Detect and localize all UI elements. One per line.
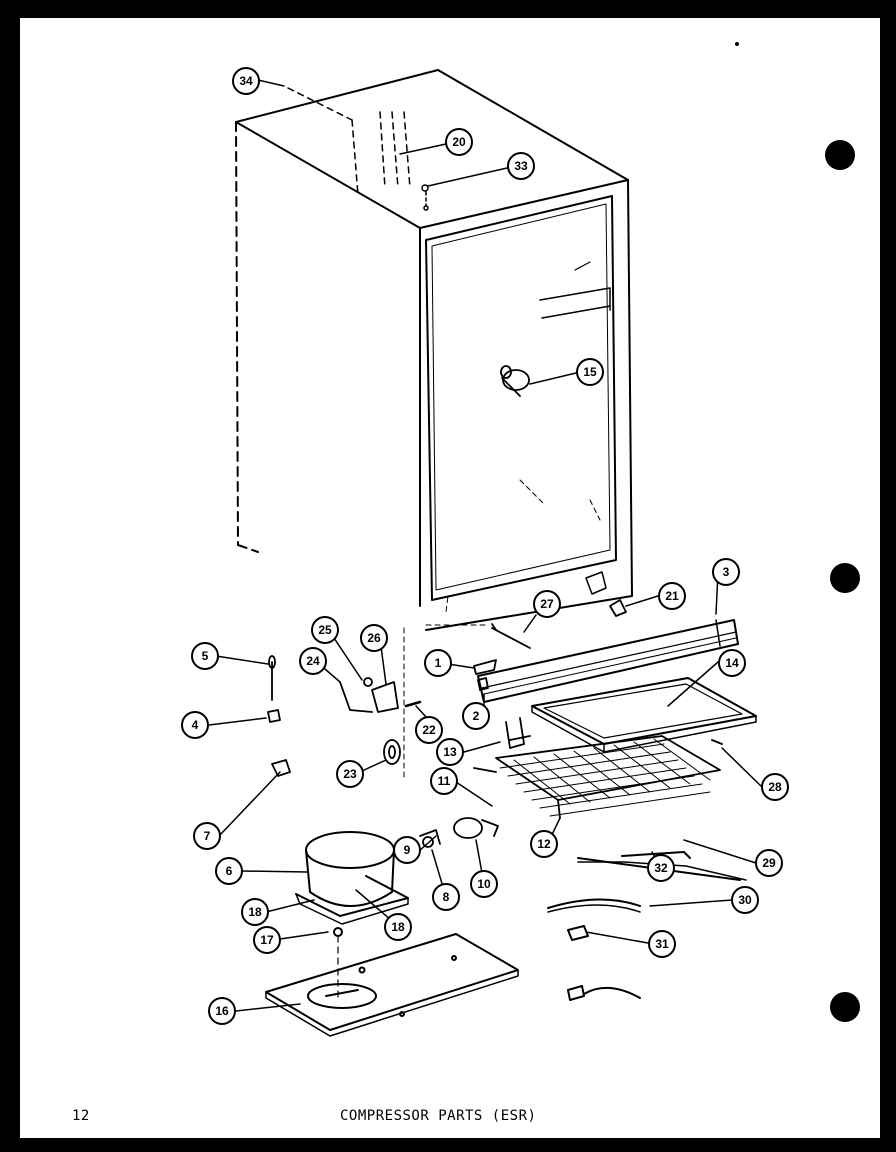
callout-4: 4 xyxy=(181,711,209,739)
binder-hole xyxy=(830,992,860,1022)
callout-7: 7 xyxy=(193,822,221,850)
svg-text:14: 14 xyxy=(725,656,739,670)
svg-text:26: 26 xyxy=(367,631,381,645)
callout-15: 15 xyxy=(576,358,604,386)
callout-10: 10 xyxy=(470,870,498,898)
svg-text:4: 4 xyxy=(192,718,199,732)
svg-text:29: 29 xyxy=(762,856,776,870)
svg-text:6: 6 xyxy=(226,864,233,878)
svg-text:25: 25 xyxy=(318,623,332,637)
callout-31: 31 xyxy=(648,930,676,958)
callout-25: 25 xyxy=(311,616,339,644)
svg-text:23: 23 xyxy=(343,767,357,781)
top-hinge-parts xyxy=(287,87,429,211)
svg-text:9: 9 xyxy=(404,843,411,857)
svg-text:21: 21 xyxy=(665,589,679,603)
callout-21: 21 xyxy=(658,582,686,610)
callout-6: 6 xyxy=(215,857,243,885)
compressor xyxy=(295,831,409,1001)
relay-parts xyxy=(267,655,499,848)
condenser-coil xyxy=(473,735,721,819)
svg-text:2: 2 xyxy=(473,709,480,723)
speck xyxy=(735,42,739,46)
svg-text:15: 15 xyxy=(583,365,597,379)
tubing-parts xyxy=(547,851,747,1001)
callout-1: 1 xyxy=(424,649,452,677)
callout-22: 22 xyxy=(415,716,443,744)
callout-17: 17 xyxy=(253,926,281,954)
callout-34: 34 xyxy=(232,67,260,95)
callout-14: 14 xyxy=(718,649,746,677)
callout-28: 28 xyxy=(761,773,789,801)
callout-12: 12 xyxy=(530,830,558,858)
page-caption: COMPRESSOR PARTS (ESR) xyxy=(340,1108,537,1124)
svg-text:8: 8 xyxy=(443,890,450,904)
callout-20: 20 xyxy=(445,128,473,156)
svg-text:1: 1 xyxy=(435,656,442,670)
callout-16: 16 xyxy=(208,997,236,1025)
kick-grille xyxy=(477,619,739,703)
callout-30: 30 xyxy=(731,886,759,914)
callout-13: 13 xyxy=(436,738,464,766)
svg-text:33: 33 xyxy=(514,159,528,173)
binder-hole xyxy=(825,140,855,170)
callout-9: 9 xyxy=(393,836,421,864)
callout-18: 18 xyxy=(241,898,269,926)
callout-29: 29 xyxy=(755,849,783,877)
svg-text:28: 28 xyxy=(768,780,782,794)
callout-23: 23 xyxy=(336,760,364,788)
svg-text:18: 18 xyxy=(391,920,405,934)
svg-text:32: 32 xyxy=(654,861,668,875)
svg-text:11: 11 xyxy=(438,774,451,788)
svg-text:12: 12 xyxy=(537,837,551,851)
callout-3: 3 xyxy=(712,558,740,586)
callout-27: 27 xyxy=(533,590,561,618)
binder-holes xyxy=(735,42,860,1022)
svg-text:13: 13 xyxy=(443,745,457,759)
callout-2: 2 xyxy=(462,702,490,730)
svg-text:27: 27 xyxy=(540,597,554,611)
callout-33: 33 xyxy=(507,152,535,180)
bracket xyxy=(505,717,531,749)
svg-text:18: 18 xyxy=(248,905,262,919)
page-number: 12 xyxy=(72,1108,90,1124)
svg-text:34: 34 xyxy=(239,74,253,88)
svg-text:31: 31 xyxy=(655,937,669,951)
svg-text:3: 3 xyxy=(723,565,730,579)
refrigerator-cabinet xyxy=(235,69,633,631)
callout-26: 26 xyxy=(360,624,388,652)
callout-8: 8 xyxy=(432,883,460,911)
callout-11: 11 xyxy=(430,767,458,795)
callout-32: 32 xyxy=(647,854,675,882)
svg-text:20: 20 xyxy=(452,135,466,149)
svg-text:30: 30 xyxy=(738,893,752,907)
fastener-parts xyxy=(403,599,627,781)
binder-hole xyxy=(830,563,860,593)
svg-text:24: 24 xyxy=(306,654,320,668)
drain-pan xyxy=(531,677,757,753)
svg-text:5: 5 xyxy=(202,649,209,663)
svg-text:10: 10 xyxy=(477,877,491,891)
svg-text:22: 22 xyxy=(422,723,436,737)
leader-lines xyxy=(208,79,763,1012)
svg-text:17: 17 xyxy=(260,933,274,947)
svg-text:16: 16 xyxy=(215,1004,229,1018)
callout-5: 5 xyxy=(191,642,219,670)
callout-18-b: 18 xyxy=(384,913,412,941)
callout-24: 24 xyxy=(299,647,327,675)
base-plate xyxy=(265,933,519,1037)
thermostat-knob xyxy=(500,365,530,397)
svg-text:7: 7 xyxy=(204,829,211,843)
